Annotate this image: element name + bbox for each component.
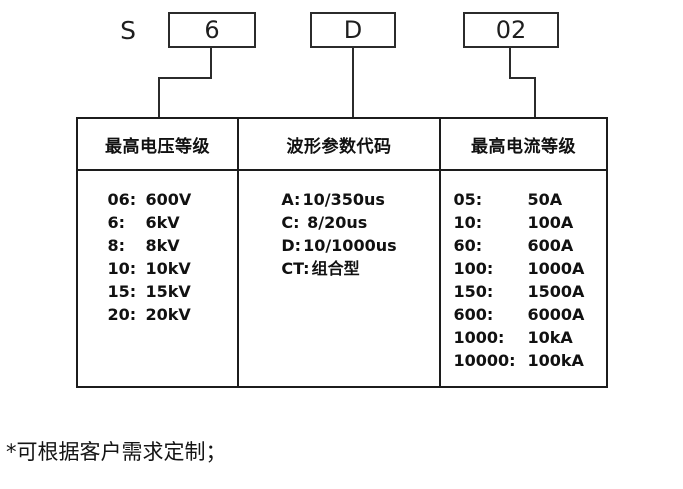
legend-value: 1500A — [527, 282, 585, 301]
legend-row: A:10/350us — [281, 188, 396, 211]
connector-current-segment-1 — [509, 48, 511, 79]
legend-code: 150: — [453, 282, 494, 301]
connector-voltage-segment-2 — [158, 77, 212, 79]
legend-code: 10: — [107, 259, 137, 278]
legend-value: 10kA — [527, 328, 573, 347]
legend-row: 10: 10kV — [108, 257, 208, 280]
legend-value: 10/350us — [302, 190, 385, 209]
legend-code: 06: — [107, 190, 137, 209]
connector-current-segment-2 — [509, 77, 536, 79]
legend-row: D:10/1000us — [281, 234, 396, 257]
legend-code: CT: — [281, 259, 310, 278]
legend-code: 10: — [453, 213, 483, 232]
column-body-current: 05:50A 10:100A 60:600A 100:1000A 150:150… — [441, 171, 606, 386]
legend-code: 15: — [107, 282, 137, 301]
legend-row: 20: 20kV — [108, 303, 208, 326]
code-prefix-s: S — [120, 16, 136, 45]
legend-value: 100kA — [527, 351, 584, 370]
legend-value: 10kV — [145, 259, 191, 278]
legend-value: 10/1000us — [303, 236, 397, 255]
legend-code: 8: — [107, 236, 126, 255]
legend-code: D: — [281, 236, 302, 255]
legend-value: 600V — [145, 190, 192, 209]
legend-code: 20: — [107, 305, 137, 324]
column-voltage: 最高电压等级 06:600V 6:6kV 8:8kV 10:10kV 15:15… — [78, 119, 239, 386]
code-box-waveform: D — [310, 12, 396, 48]
legend-value: 6kV — [145, 213, 180, 232]
column-body-voltage: 06:600V 6:6kV 8:8kV 10:10kV 15:15kV 20:2… — [78, 171, 237, 386]
legend-value: 8/20us — [301, 213, 368, 232]
footnote-custom-order: *可根据客户需求定制； — [6, 440, 227, 464]
legend-row: 05: 50A — [454, 188, 594, 211]
code-box-current: 02 — [463, 12, 559, 48]
legend-row: 6: 6kV — [108, 211, 208, 234]
column-header-waveform: 波形参数代码 — [239, 119, 439, 171]
legend-value: 8kV — [145, 236, 180, 255]
legend-row: 10: 100A — [454, 211, 594, 234]
legend-value: 组合型 — [311, 259, 360, 278]
connector-voltage-segment-3 — [158, 77, 160, 118]
legend-row: C: 8/20us — [281, 211, 396, 234]
legend-code: 05: — [453, 190, 483, 209]
legend-row: 8: 8kV — [108, 234, 208, 257]
legend-code: 6: — [107, 213, 126, 232]
legend-value: 1000A — [527, 259, 585, 278]
legend-row: CT:组合型 — [281, 257, 396, 280]
legend-row: 150: 1500A — [454, 280, 594, 303]
legend-code: 100: — [453, 259, 494, 278]
connector-waveform — [352, 48, 354, 118]
connector-voltage-segment-1 — [210, 48, 212, 79]
legend-code: 600: — [453, 305, 494, 324]
legend-row: 100: 1000A — [454, 257, 594, 280]
code-box-voltage: 6 — [168, 12, 256, 48]
column-header-voltage: 最高电压等级 — [78, 119, 237, 171]
legend-value: 50A — [527, 190, 563, 209]
legend-value: 20kV — [145, 305, 191, 324]
legend-row: 600: 6000A — [454, 303, 594, 326]
column-header-current: 最高电流等级 — [441, 119, 606, 171]
legend-row: 60: 600A — [454, 234, 594, 257]
legend-value: 15kV — [145, 282, 191, 301]
legend-value: 600A — [527, 236, 574, 255]
legend-code: 1000: — [453, 328, 505, 347]
legend-row: 1000: 10kA — [454, 326, 594, 349]
legend-code: 60: — [453, 236, 483, 255]
legend-row: 10000: 100kA — [454, 349, 594, 372]
column-body-waveform: A:10/350us C: 8/20us D:10/1000us CT:组合型 — [239, 171, 439, 386]
legend-code: A: — [281, 190, 301, 209]
legend-code: 10000: — [453, 351, 516, 370]
column-waveform: 波形参数代码 A:10/350us C: 8/20us D:10/1000us … — [239, 119, 441, 386]
connector-current-segment-3 — [534, 77, 536, 118]
column-current: 最高电流等级 05:50A 10:100A 60:600A 100:1000A … — [441, 119, 606, 386]
legend-code: C: — [281, 213, 300, 232]
legend-row: 06: 600V — [108, 188, 208, 211]
legend-value: 6000A — [527, 305, 585, 324]
code-legend-table: 最高电压等级 06:600V 6:6kV 8:8kV 10:10kV 15:15… — [76, 117, 608, 388]
legend-row: 15: 15kV — [108, 280, 208, 303]
legend-value: 100A — [527, 213, 574, 232]
